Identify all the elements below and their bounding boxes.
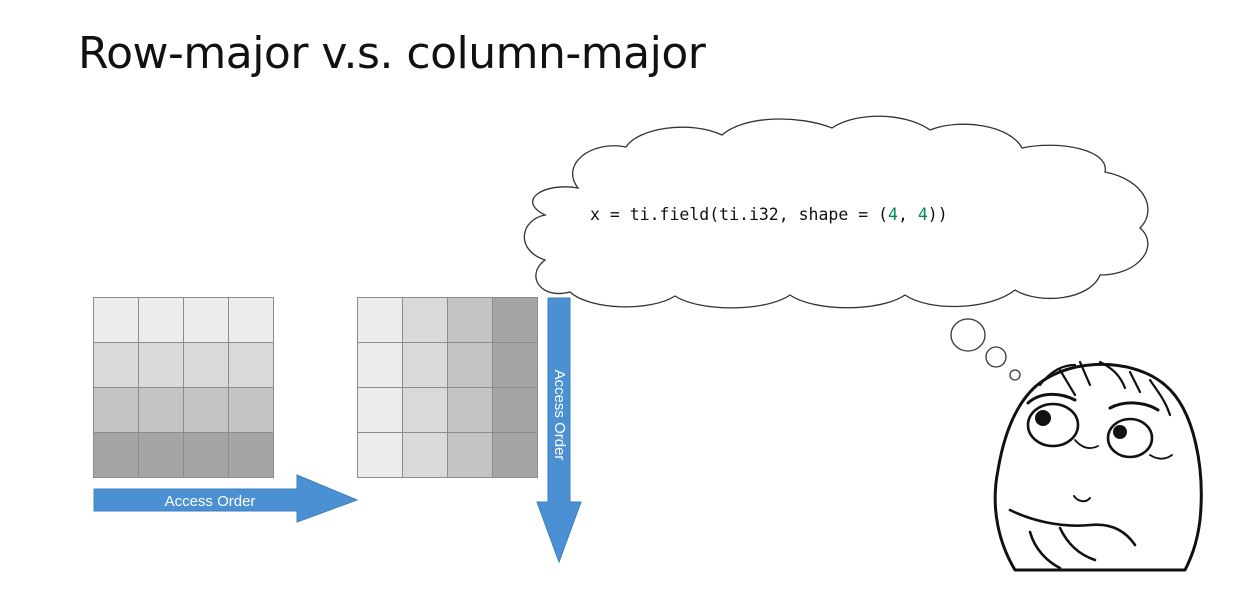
grid-cell [358,343,402,387]
thought-cloud [523,115,1149,309]
thinking-face-illustration [993,360,1203,572]
grid-cell [94,298,138,342]
grid-cell [493,343,537,387]
grid-cell [448,433,492,477]
code-line: x = ti.field(ti.i32, shape = (4, 4)) [590,205,948,224]
column-major-grid [357,297,538,478]
grid-cell [493,433,537,477]
grid-cell [94,343,138,387]
grid-cell [403,388,447,432]
right-pupil [1113,425,1127,439]
left-brow [1026,392,1077,405]
mouth-and-hand [1008,508,1137,570]
code-suffix: )) [928,205,948,224]
vertical-arrow-label: Access Order [551,370,568,461]
shape-value-cols: 4 [918,205,928,224]
grid-cell [229,388,273,432]
grid-cell [139,343,183,387]
grid-cell [184,343,228,387]
thought-bubble-small [1009,369,1021,381]
right-eye [1106,417,1154,459]
thought-bubble-medium [985,346,1007,368]
grid-cell [493,298,537,342]
grid-cell [493,388,537,432]
grid-cell [94,433,138,477]
row-major-grid [93,297,274,478]
grid-cell [229,298,273,342]
grid-cell [184,433,228,477]
face-outline [993,362,1203,572]
grid-cell [448,298,492,342]
vertical-access-arrow [536,297,582,564]
grid-cell [358,388,402,432]
grid-cell [139,433,183,477]
left-eye [1026,402,1080,448]
hair-strands [1038,360,1172,417]
eye-wrinkles [1074,439,1173,460]
grid-cell [229,343,273,387]
horizontal-arrow-label: Access Order [165,493,256,510]
slide-title: Row-major v.s. column-major [78,28,706,79]
thought-bubble-large [950,318,986,352]
grid-cell [358,298,402,342]
grid-cell [403,343,447,387]
grid-cell [403,298,447,342]
code-separator: , [898,205,918,224]
code-prefix: x = ti.field(ti.i32, shape = ( [590,205,888,224]
right-brow [1108,401,1160,412]
grid-cell [358,433,402,477]
nose [1073,495,1091,503]
grid-cell [139,298,183,342]
left-pupil [1035,410,1051,426]
grid-cell [184,298,228,342]
horizontal-access-arrow [93,474,359,523]
shape-value-rows: 4 [888,205,898,224]
grid-cell [448,343,492,387]
grid-cell [403,433,447,477]
grid-cell [94,388,138,432]
grid-cell [229,433,273,477]
grid-cell [448,388,492,432]
grid-cell [184,388,228,432]
grid-cell [139,388,183,432]
